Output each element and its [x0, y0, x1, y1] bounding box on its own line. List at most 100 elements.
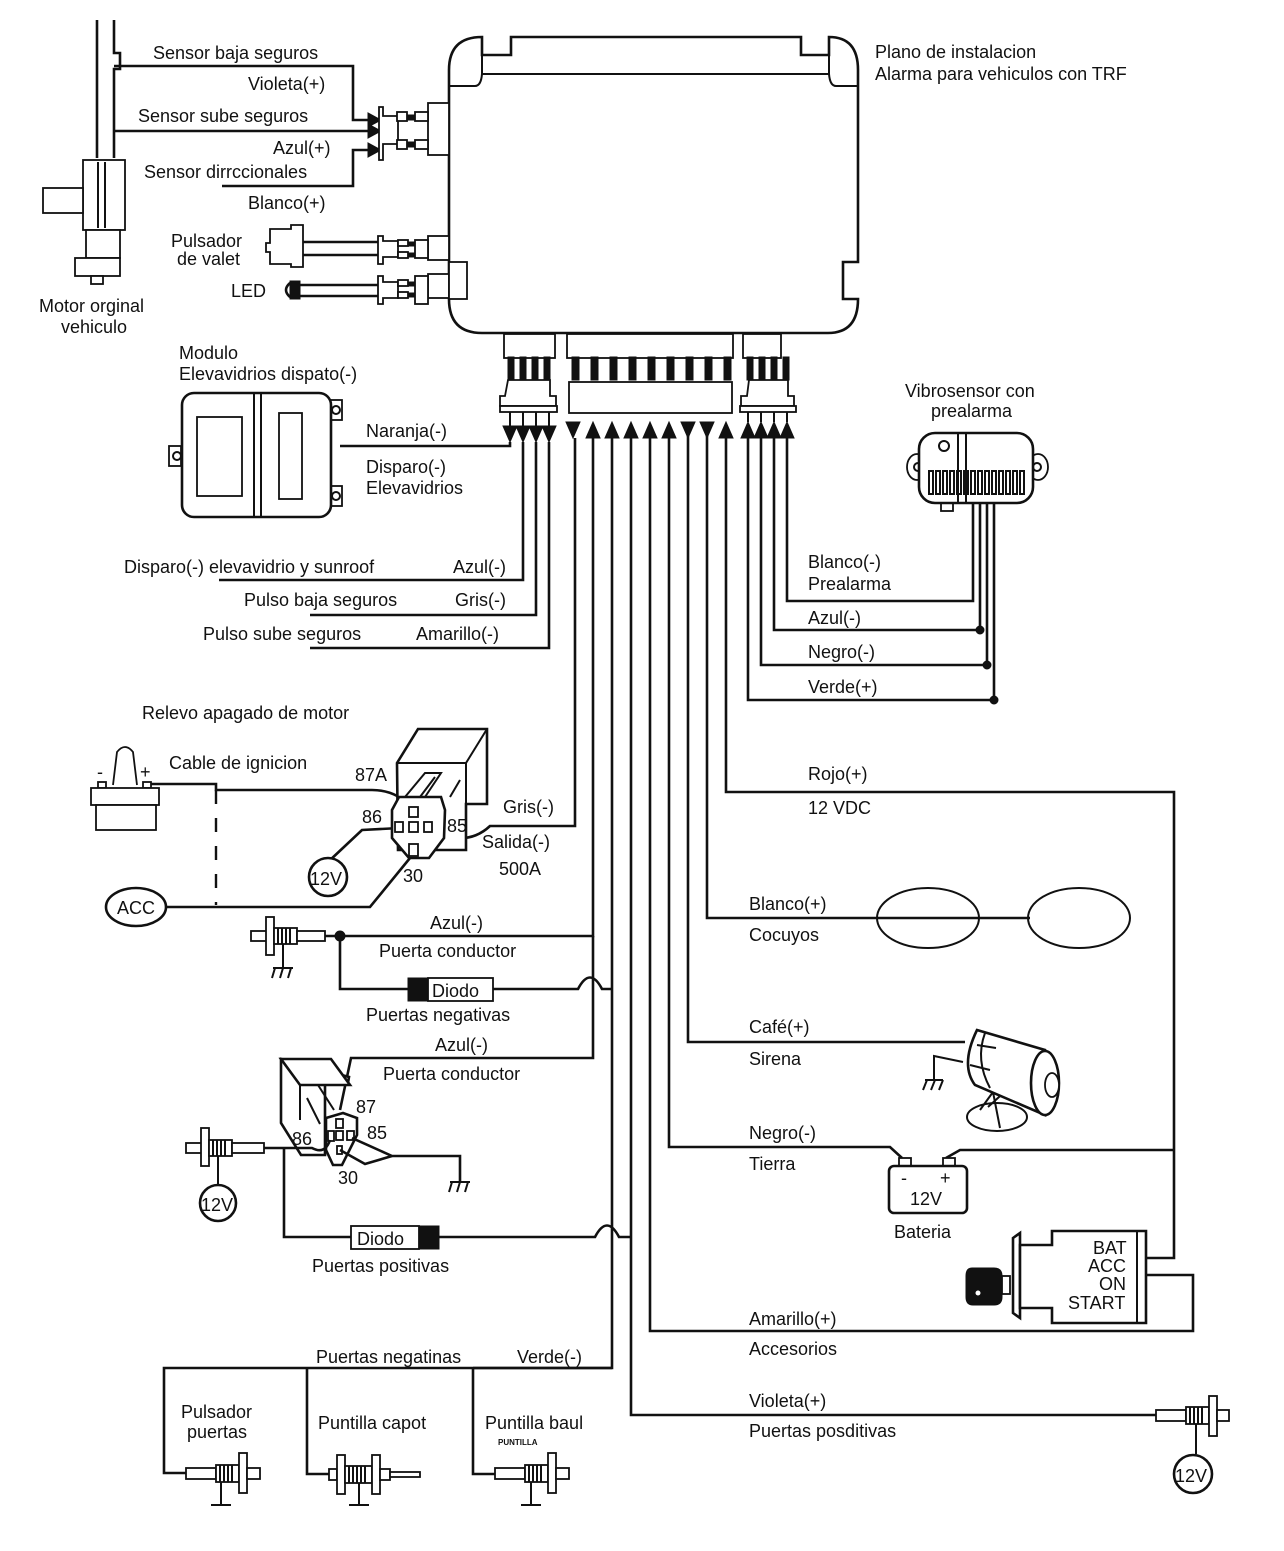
wire-blanco-prealarma [785, 438, 975, 603]
engine-relay-acc: ACC [117, 898, 155, 918]
wire-door-relay-85-ground [351, 1136, 462, 1182]
wire-verde-negativas [473, 438, 614, 1370]
door-relay-pin-85: 85 [367, 1123, 387, 1143]
wire-verde-vibro [746, 438, 996, 702]
wire-acc [167, 857, 412, 909]
engine-relay-icon [390, 727, 489, 860]
engine-relay-pin-30: 30 [403, 866, 423, 886]
diode-negative-label: Diodo [432, 981, 479, 1001]
label-negro: Negro(-) [749, 1123, 816, 1143]
vibrosensor-title-line1: Vibrosensor con [905, 381, 1035, 401]
wire-relay-86 [327, 826, 401, 863]
wire-gris-baja [310, 442, 538, 617]
door-relay-pin-30: 30 [338, 1168, 358, 1188]
door-relay-pin-87: 87 [356, 1097, 376, 1117]
door-pin-violeta-icon [1155, 1395, 1230, 1454]
ignition-switch-icon [965, 1229, 1148, 1325]
label-puerta-conductor-pos: Puerta conductor [383, 1064, 520, 1084]
label-amarillo: Amarillo(+) [749, 1309, 837, 1329]
label-bateria: Bateria [894, 1222, 952, 1242]
label-azul-plus: Azul(+) [273, 138, 331, 158]
junction-dots [975, 625, 999, 705]
vibro-wire-2-line1: Negro(-) [808, 642, 875, 662]
vibrosensor-icon [906, 431, 1049, 512]
label-puntilla-baul: Puntilla baul [485, 1413, 583, 1433]
wire-azul-vibro [772, 438, 982, 632]
ignition-pos-bat: BAT [1093, 1238, 1127, 1258]
wire-azul-sunroof [219, 442, 525, 582]
wire-negro-tierra [667, 438, 903, 1159]
parking-light-right-icon [1027, 887, 1131, 949]
wire-blanco-cocuyos [705, 422, 1030, 920]
ignition-pos-on: ON [1099, 1274, 1126, 1294]
label-led: LED [231, 281, 266, 301]
wire-amarillo-accesorios [648, 438, 1195, 1333]
wire-naranja [340, 442, 512, 448]
bottom-connector-center [566, 333, 734, 414]
label-pulsador-puertas-line2: puertas [187, 1422, 247, 1442]
window-module-title-line1: Modulo [179, 343, 238, 363]
wire-diode-pos-out [439, 1224, 632, 1239]
12v-source-icon [1172, 1453, 1214, 1495]
sensor-arrows [367, 112, 383, 158]
left-wire-0-color: Azul(-) [453, 557, 506, 577]
label-puntilla-capot: Puntilla capot [318, 1413, 426, 1433]
engine-relay-pin-86: 86 [362, 807, 382, 827]
diode-positive-label: Diodo [357, 1229, 404, 1249]
label-disparo-line1: Disparo(-) [366, 457, 446, 477]
left-wire-1-function: Pulso baja seguros [244, 590, 397, 610]
motor-label-line2: vehiculo [61, 317, 127, 337]
label-tierra: Tierra [749, 1154, 796, 1174]
label-puertas-negatinas: Puertas negatinas [316, 1347, 461, 1367]
wire-arrows [502, 420, 795, 444]
label-pulsador-valet-line1: Pulsador [171, 231, 242, 251]
label-disparo-line2: Elevavidrios [366, 478, 463, 498]
bottom-connector-right [739, 333, 797, 413]
label-sensor-direccionales: Sensor dirrccionales [144, 162, 307, 182]
wire-amarillo-sube [310, 442, 551, 650]
wire-battery-plus [945, 1148, 1174, 1160]
label-puertas-posditivas: Puertas posditivas [749, 1421, 896, 1441]
ground-icon [448, 1181, 470, 1193]
wire-violeta-positivas [629, 438, 1160, 1417]
window-module-title-line2: Elevavidrios dispato(-) [179, 364, 357, 384]
diode-positive [350, 1225, 440, 1250]
acc-terminal-icon [104, 886, 168, 928]
label-cable-ignicion: Cable de ignicion [169, 753, 307, 773]
door-pin-switch-icon [250, 916, 326, 979]
door-pin-switch-positive-icon [185, 1127, 265, 1186]
label-rojo: Rojo(+) [808, 764, 868, 784]
diagram-title-line2: Alarma para vehiculos con TRF [875, 64, 1127, 84]
violeta-12v: 12V [1175, 1466, 1207, 1486]
car-battery-minus: - [901, 1168, 907, 1188]
left-wire-2-color: Amarillo(-) [416, 624, 499, 644]
valet-button-icon [265, 224, 429, 268]
vibro-wire-0-line1: Blanco(-) [808, 552, 881, 572]
12v-source-icon [307, 856, 349, 898]
left-wire-1-color: Gris(-) [455, 590, 506, 610]
vibrosensor-title-line2: prealarma [931, 401, 1013, 421]
wire-sensor-direccionales [222, 148, 368, 188]
label-azul-door-pos: Azul(-) [435, 1035, 488, 1055]
ignition-battery-plus: + [140, 762, 151, 782]
door-positive-12v: 12V [201, 1195, 233, 1215]
door-relay-icon [278, 1057, 359, 1167]
wire-rojo-12vdc [724, 438, 1176, 1260]
label-naranja: Naranja(-) [366, 421, 447, 441]
siren-icon [922, 1028, 1061, 1132]
left-wire-0-function: Disparo(-) elevavidrio y sunroof [124, 557, 375, 577]
label-azul-door-neg: Azul(-) [430, 913, 483, 933]
wire-door-relay-30 [339, 1148, 393, 1166]
label-pulsador-valet-line2: de valet [177, 249, 240, 269]
engine-relay-12v: 12V [310, 869, 342, 889]
label-blanco-cocuyos: Blanco(+) [749, 894, 827, 914]
label-sensor-baja-seguros: Sensor baja seguros [153, 43, 318, 63]
label-verde: Verde(-) [517, 1347, 582, 1367]
ignition-pos-acc: ACC [1088, 1256, 1126, 1276]
label-sirena: Sirena [749, 1049, 802, 1069]
label-blanco-plus: Blanco(+) [248, 193, 326, 213]
label-gris-relay: Gris(-) [503, 797, 554, 817]
ignition-pos-start: START [1068, 1293, 1125, 1313]
engine-relay-pin-87a: 87A [355, 765, 387, 785]
